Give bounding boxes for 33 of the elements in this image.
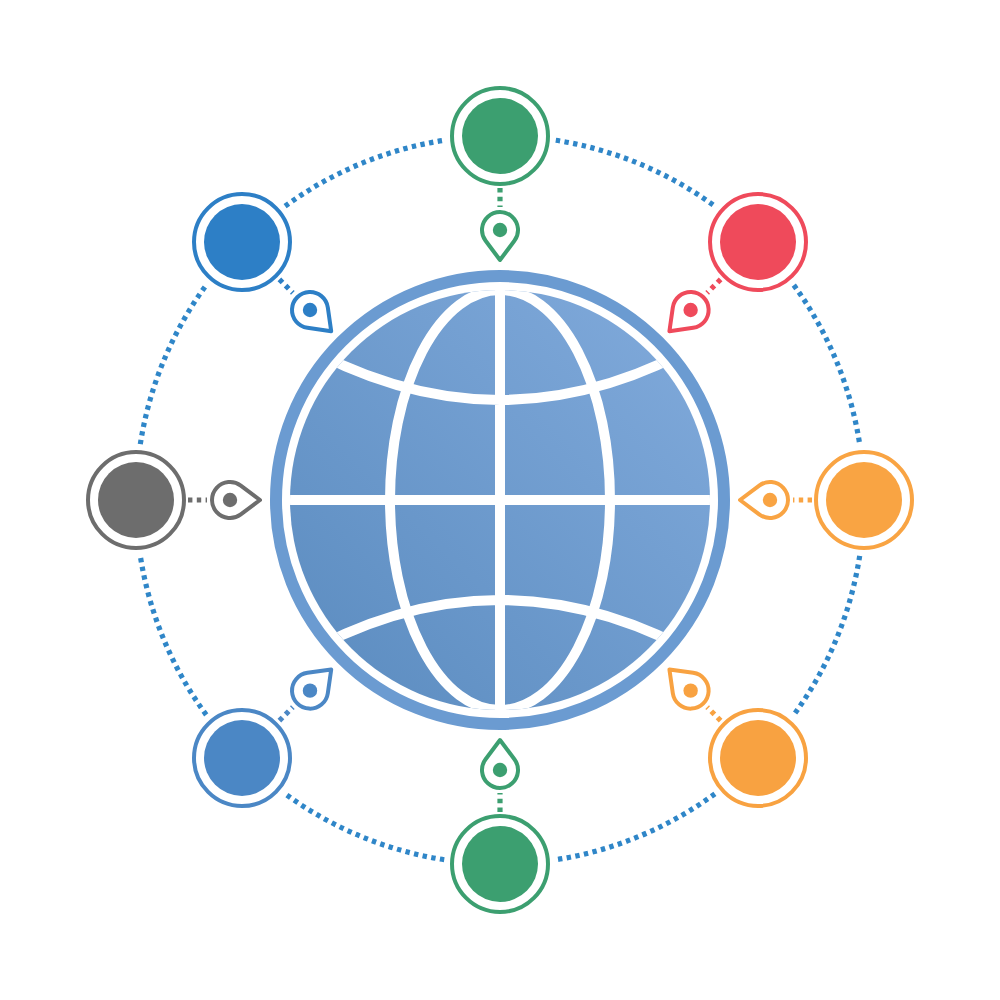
ringed-circle-icon — [707, 192, 808, 293]
ringed-circle-icon — [814, 450, 914, 550]
location-pin-icon — [210, 480, 262, 520]
location-pin-icon — [668, 289, 711, 332]
dotted-arc — [791, 283, 863, 445]
dotted-line — [277, 277, 295, 295]
dotted-line — [705, 705, 723, 723]
dotted-line — [188, 497, 207, 503]
location-pin-icon — [668, 668, 711, 711]
ringed-circle-icon — [192, 192, 293, 293]
dotted-line — [497, 188, 503, 207]
location-pin-icon — [289, 668, 332, 711]
dotted-arc — [555, 791, 717, 863]
location-pin-icon — [289, 289, 332, 332]
globe-illustration — [270, 270, 730, 730]
ringed-circle-icon — [450, 814, 550, 914]
dotted-arc — [791, 555, 863, 717]
dotted-line — [497, 793, 503, 812]
ringed-circle-icon — [86, 450, 186, 550]
dotted-arc — [137, 555, 209, 717]
location-pin-icon — [480, 738, 520, 790]
location-pin-icon — [480, 210, 520, 262]
dotted-arc — [137, 283, 209, 445]
dotted-arc — [283, 137, 445, 209]
location-pin-icon — [738, 480, 790, 520]
ringed-circle-icon — [450, 86, 550, 186]
dotted-line — [705, 277, 723, 295]
ringed-circle-icon — [192, 707, 293, 808]
dotted-line — [793, 497, 812, 503]
ringed-circle-icon — [707, 707, 808, 808]
dotted-arc — [555, 137, 717, 209]
dotted-arc — [283, 791, 445, 863]
dotted-line — [277, 705, 295, 723]
